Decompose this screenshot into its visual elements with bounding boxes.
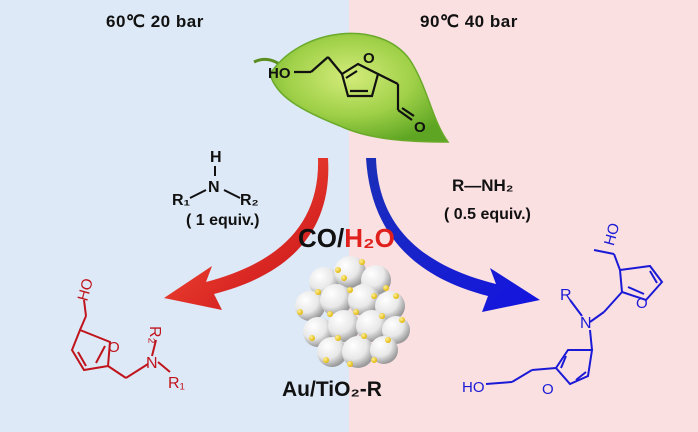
left-product-ring-oxygen-label: O [108,339,120,356]
catalyst-label: Au/TiO₂-R [282,378,382,401]
hmf-molecule [294,56,415,121]
amine-h-label: H [210,149,222,166]
leaf-aldehyde-oxygen-label: O [414,119,426,136]
right-product-ring-oxygen-bottom-label: O [542,381,554,398]
right-equiv-label: ( 0.5 equiv.) [444,206,531,223]
left-product-oh-label: HO [75,277,97,303]
left-product-molecule [70,299,171,379]
amine-r1-label: R₁ [172,192,191,209]
leaf-oh-label: HO [268,65,291,82]
left-conditions-label: 60℃ 20 bar [106,12,204,31]
amine-n-label: N [208,179,220,196]
amine-r2-label: R₂ [240,192,259,209]
right-product-oh-bottom-label: HO [462,379,485,396]
slash-text: / [337,223,345,253]
primary-amine-formula: R—NH₂ [452,176,514,195]
right-product-r-label: R [560,287,572,304]
right-product-oh-top-label: HO [601,221,623,247]
right-product-molecule [485,249,664,386]
h2o-text: H₂O [344,223,395,253]
left-product-r1-label: R₁ [168,375,185,392]
blue-reaction-arrow [366,158,540,312]
right-conditions-label: 90℃ 40 bar [420,12,518,31]
co-text: CO [298,223,337,253]
right-product-n-label: N [580,315,592,332]
co-h2o-label: CO/H₂O [298,223,395,254]
left-product-r2-label: R₂ [146,326,163,344]
secondary-amine: H N R₁ R₂ [172,149,259,209]
left-equiv-label: ( 1 equiv.) [186,212,260,229]
leaf-ring-oxygen-label: O [363,50,375,67]
left-product-n-label: N [146,355,158,372]
red-reaction-arrow [164,158,329,310]
au-tio2-cluster [295,256,410,368]
right-product-ring-oxygen-top-label: O [636,295,648,312]
